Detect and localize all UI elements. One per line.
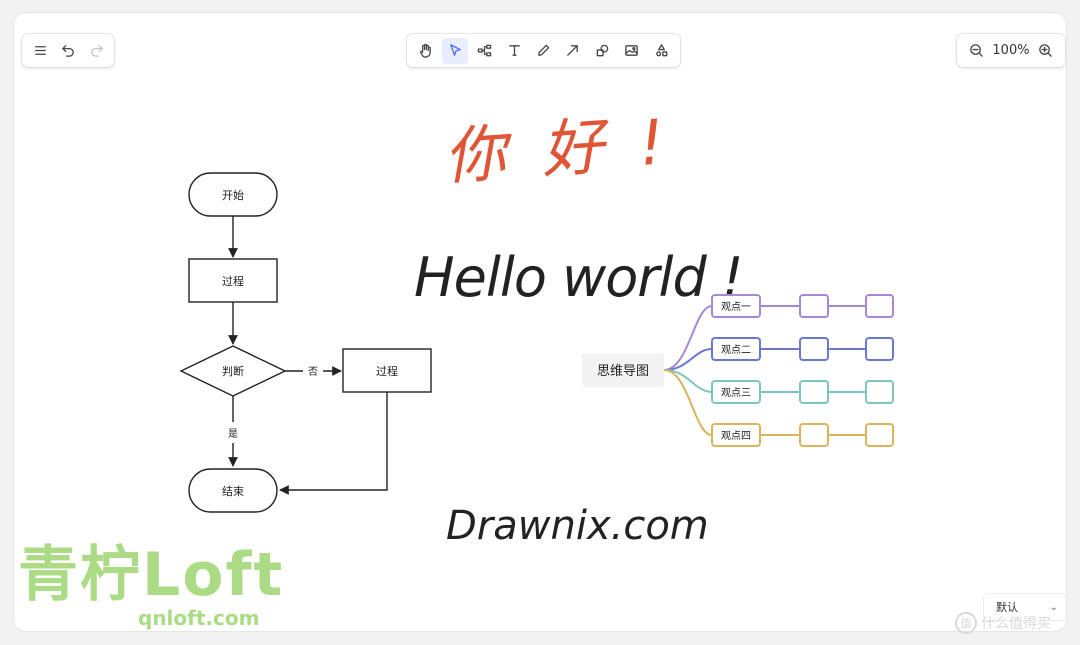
menu-icon: [34, 46, 46, 55]
watermark-url: qnloft.com: [138, 606, 259, 630]
flow-process-label: 过程: [222, 275, 244, 288]
zoom-out-button[interactable]: [963, 38, 989, 64]
flow-yes-label: 是: [228, 428, 238, 440]
mindmap-root-node[interactable]: [582, 353, 664, 387]
menu-button[interactable]: [27, 38, 53, 64]
pen-icon: [538, 44, 550, 56]
arrow-icon: [567, 45, 579, 56]
pointer-icon: [449, 44, 461, 56]
shape-icon: [596, 44, 609, 57]
mind-map-tool-button[interactable]: [472, 38, 498, 64]
creation-toolbar: [407, 34, 680, 67]
mindmap-branch-label: 观点三: [721, 387, 751, 399]
text-icon: [508, 45, 520, 56]
handwriting-site[interactable]: Drawnix.com: [446, 503, 709, 549]
board-layer[interactable]: 开始 过程 判断 否 过程 是 结束: [14, 13, 1066, 631]
watermark-title: 青柠Loft: [18, 540, 284, 610]
mindmap-child-node[interactable]: [799, 423, 829, 447]
mindmap-child-node[interactable]: [799, 380, 829, 404]
flow-start-label: 开始: [222, 188, 244, 202]
mindmap-branch-label: 观点一: [721, 301, 751, 313]
app-menu-toolbar: [22, 34, 114, 67]
hand-tool-button[interactable]: [413, 38, 439, 64]
handwriting-greeting-en[interactable]: Hello world !: [414, 246, 744, 309]
arrow-tool-button[interactable]: [560, 38, 586, 64]
selection-tool-button[interactable]: [442, 37, 469, 64]
flow-no-label: 否: [308, 366, 318, 378]
mindmap-child-node[interactable]: [865, 423, 894, 447]
flowchart[interactable]: 开始 过程 判断 否 过程 是 结束: [179, 172, 432, 513]
mindmap-branch[interactable]: 观点三: [711, 380, 894, 404]
flow-end-label: 结束: [222, 485, 244, 498]
zoom-out-icon: [969, 44, 983, 57]
zoom-in-button[interactable]: [1033, 38, 1059, 64]
mindmap-child-node[interactable]: [799, 294, 829, 318]
text-tool-button[interactable]: [501, 38, 527, 64]
more-shapes-icon: [655, 44, 668, 57]
watermark-logo: 青柠Loft qnloft.com: [18, 522, 288, 632]
chevron-down-icon: ⌄: [1049, 601, 1058, 613]
handwriting-greeting-cn[interactable]: 你 好 !: [441, 105, 674, 194]
mind-map-icon: [477, 44, 492, 57]
flow-process-node-2[interactable]: [342, 348, 432, 393]
flow-decision-label: 判断: [222, 364, 244, 378]
pen-tool-button[interactable]: [530, 38, 556, 64]
hand-icon: [420, 43, 432, 58]
mindmap-root-label: 思维导图: [597, 364, 649, 379]
mindmap-branch[interactable]: 观点四: [711, 423, 894, 447]
zoom-in-icon: [1039, 44, 1053, 57]
image-tool-button[interactable]: [619, 38, 645, 64]
whiteboard-canvas[interactable]: 开始 过程 判断 否 过程 是 结束: [14, 13, 1066, 631]
mindmap-branch[interactable]: 观点二: [711, 337, 894, 361]
redo-button[interactable]: [83, 38, 109, 64]
mindmap-child-node[interactable]: [799, 337, 829, 361]
theme-select[interactable]: 默认 ⌄: [984, 594, 1066, 620]
flow-connector-return: [279, 392, 388, 495]
mindmap-child-node[interactable]: [865, 337, 894, 361]
image-icon: [625, 45, 639, 56]
flow-end-node[interactable]: [188, 468, 278, 513]
undo-button[interactable]: [55, 38, 81, 64]
handwriting-group[interactable]: 你 好 ! Hello world ! Drawnix.com: [414, 105, 744, 549]
mindmap[interactable]: 思维导图 观点一 观点二: [582, 294, 894, 447]
zoom-level[interactable]: 100%: [992, 43, 1030, 58]
redo-icon: [90, 45, 103, 57]
more-shapes-button[interactable]: [648, 38, 674, 64]
mindmap-child-node[interactable]: [865, 294, 894, 318]
theme-select-value: 默认: [996, 601, 1018, 614]
source-credit: 值 什么值得买: [955, 612, 1051, 634]
flow-process-label-2: 过程: [376, 365, 398, 378]
mindmap-branch-label: 观点四: [721, 430, 751, 442]
mindmap-child-node[interactable]: [865, 380, 894, 404]
undo-icon: [61, 45, 74, 57]
mindmap-branch[interactable]: 观点一: [711, 294, 894, 318]
credit-mark-icon: 值: [955, 612, 977, 634]
zoom-toolbar: 100%: [957, 34, 1065, 67]
shape-tool-button[interactable]: [589, 38, 615, 64]
credit-text: 什么值得买: [981, 616, 1051, 632]
mindmap-branch-label: 观点二: [721, 344, 751, 356]
